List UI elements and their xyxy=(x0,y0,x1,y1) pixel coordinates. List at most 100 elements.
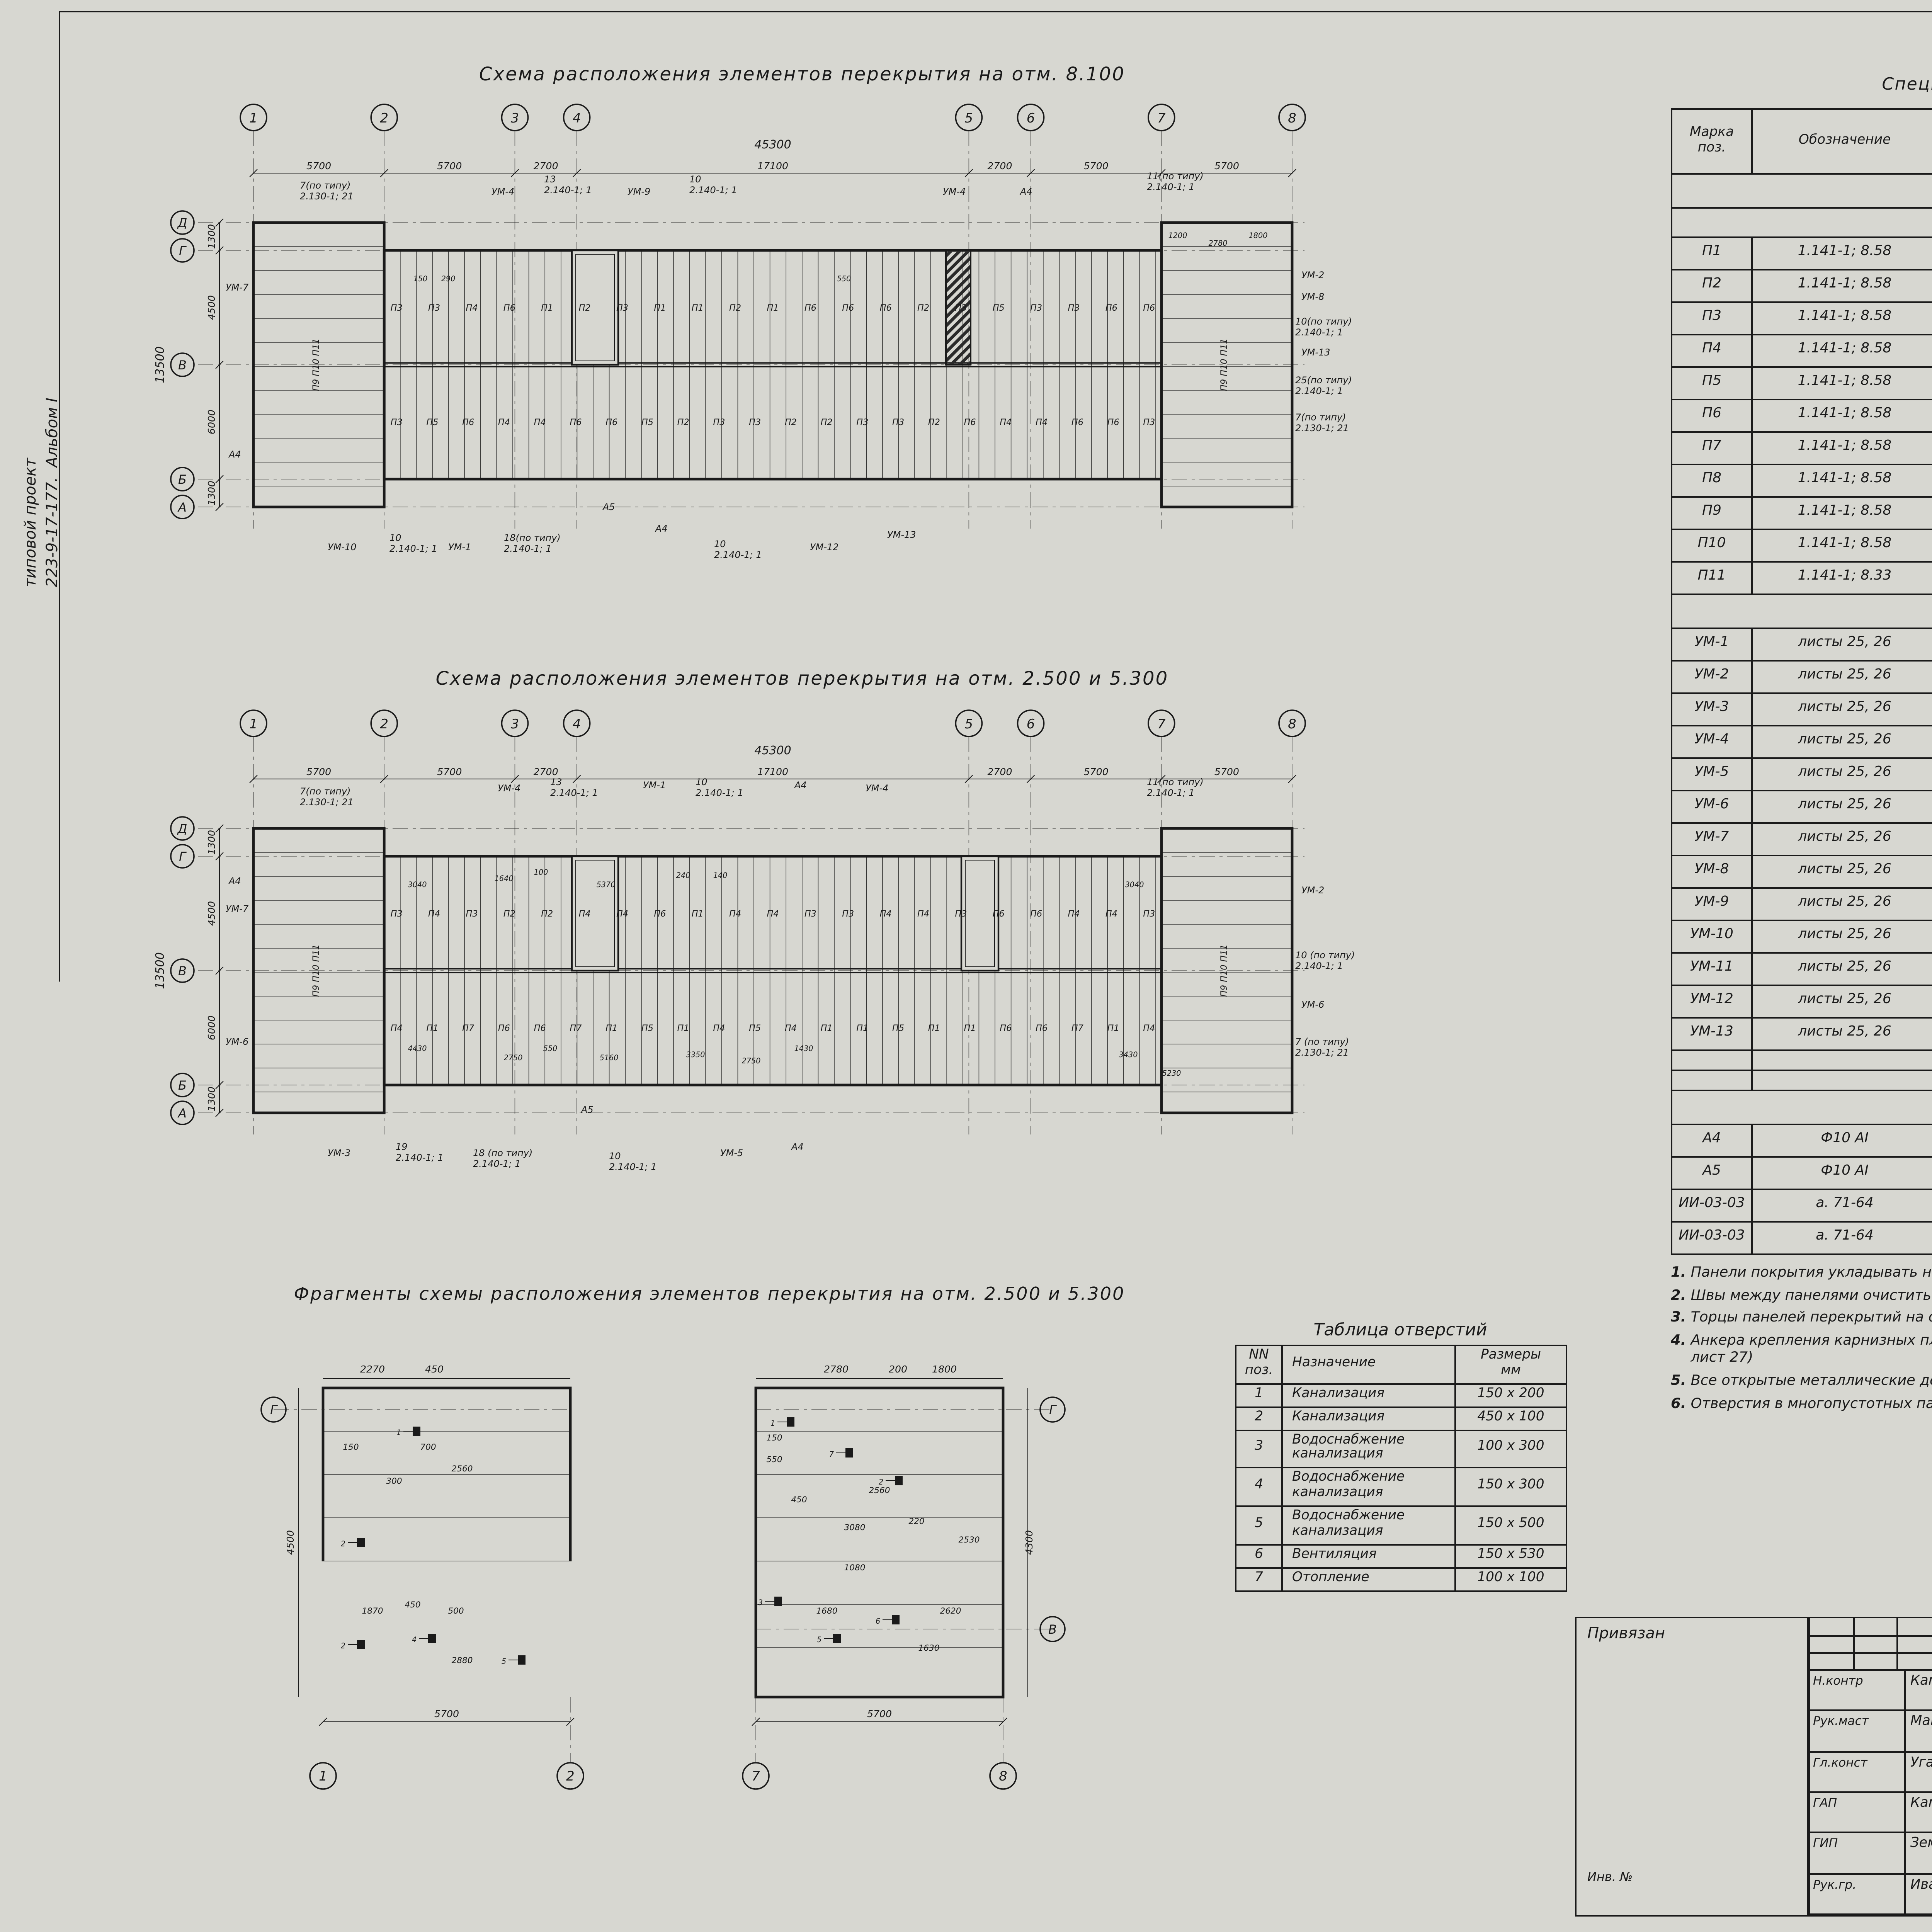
panel-label: П2 xyxy=(928,417,940,427)
titleblock-nm: Магидин xyxy=(1906,1711,1932,1752)
callout-label: 192.140-1; 1 xyxy=(396,1141,444,1163)
spec-row: УМ-11листы 25, 26УМ-11——11 xyxy=(1672,953,1932,985)
panel-label: П3 xyxy=(749,417,761,427)
left-margin-project-label: типовой проект 223-9-17-177. Альбом I xyxy=(22,398,63,587)
panel-label: П4 xyxy=(616,909,628,919)
spec-cell: листы 25, 26 xyxy=(1752,628,1932,661)
spec-cell: УМ-8 xyxy=(1672,855,1752,888)
panel-label: П6 xyxy=(1107,417,1119,427)
spec-cell: 1.141-1; 8.58 xyxy=(1752,400,1932,432)
opening-mark xyxy=(774,1597,782,1606)
column-axis-label: 1 xyxy=(249,716,258,732)
stamp-label: Взам. инв. № xyxy=(31,1682,43,1787)
dim-label: 2700 xyxy=(534,160,558,172)
callout-label: 102.140-1; 1 xyxy=(696,777,743,798)
panel-label: П3 xyxy=(466,909,478,919)
inner-dim-label: 3080 xyxy=(844,1523,866,1532)
inner-dim-label: 1870 xyxy=(362,1606,383,1616)
spec-cell: а. 71-64 xyxy=(1752,1189,1932,1222)
row-axis-label: Г xyxy=(179,849,187,864)
inner-dim-label: 550 xyxy=(766,1455,782,1464)
spec-cell: Панели перекрытий xyxy=(1672,208,1932,237)
spec-cell: А5 xyxy=(1672,1157,1752,1189)
dim-label: 4500 xyxy=(206,901,217,926)
opening-mark xyxy=(895,1476,903,1485)
openings-cell: 5 xyxy=(1236,1506,1282,1544)
signature-row: Гл.констУгаров xyxy=(1810,1752,1932,1793)
spec-cell: П7 xyxy=(1672,432,1752,464)
spec-row: П81.141-1; 8.58ПК6 - 57. 12444122000 xyxy=(1672,464,1932,497)
callout-label: УМ-2 xyxy=(1301,270,1324,281)
spec-cell: П2 xyxy=(1672,270,1752,302)
spec-row: УМ-7листы 25, 26УМ-71113 xyxy=(1672,823,1932,855)
panel-label: П2 xyxy=(503,909,515,919)
panel-label: П6 xyxy=(1036,1023,1048,1033)
spec-cell: УМ-3 xyxy=(1672,693,1752,726)
opening-number: 6 xyxy=(876,1617,880,1626)
left-margin-agreed-label: Согласовано xyxy=(32,1148,48,1236)
callout-label: УМ-4 xyxy=(492,186,514,197)
opening-mark xyxy=(518,1655,526,1665)
callout-label: УМ-1 xyxy=(448,542,471,553)
spec-row: УМ-2листы 25, 26УМ-21113 xyxy=(1672,661,1932,693)
dim-label: 5700 xyxy=(867,1708,892,1719)
callout-label: 7 (по типу)2.130-1; 21 xyxy=(1295,1036,1349,1058)
column-axis-label: 7 xyxy=(1157,111,1166,126)
column-axis-label: 5 xyxy=(965,716,973,732)
panel-label: П6 xyxy=(1105,303,1117,313)
openings-cell: Канализация xyxy=(1282,1384,1455,1407)
panel-label: П3 xyxy=(391,909,403,919)
opening-mark xyxy=(833,1634,841,1643)
callout-label: 7(по типу)2.130-1; 21 xyxy=(300,180,354,202)
spec-cell: УМ-9 xyxy=(1672,888,1752,920)
spec-cell: УМ-13 xyxy=(1672,1018,1752,1050)
callout-label: А4 xyxy=(794,780,807,791)
inner-dim-label: 2880 xyxy=(452,1656,473,1665)
left-margin-stamp-column: Инв. № подл.Подп. и датаВзам. инв. №2.28… xyxy=(15,1453,59,1904)
dim-label: 1300 xyxy=(206,481,217,505)
inner-dim-label: 550 xyxy=(837,274,851,283)
spec-row: П21.141-1; 8.58ПК4 - 60. 1255—102100 xyxy=(1672,270,1932,302)
row-axis-label: Г xyxy=(270,1403,278,1417)
column-axis-label: 3 xyxy=(511,716,519,732)
callout-label: 7(по типу)2.130-1; 21 xyxy=(1295,412,1349,434)
openings-header-cell: Назначение xyxy=(1282,1345,1455,1384)
spec-cell: листы 25, 26 xyxy=(1752,920,1932,953)
notes-list: 1.Панели покрытия укладывать на слой све… xyxy=(1671,1264,1932,1418)
panel-label: П9 П10 П11 xyxy=(311,338,321,391)
dim-label: 6000 xyxy=(206,410,217,434)
inner-dim-label: 4430 xyxy=(408,1044,427,1053)
column-axis-label: 4 xyxy=(573,111,581,126)
inner-dim-label: 220 xyxy=(908,1517,924,1526)
inner-dim-label: 150 xyxy=(413,274,428,283)
dim-label: 17100 xyxy=(757,160,788,172)
panel-label: П4 xyxy=(391,1023,403,1033)
inner-dim-label: 1640 xyxy=(495,874,514,883)
dim-label: 4300 xyxy=(1024,1530,1035,1555)
note-item: 5.Все открытые металлические детали анке… xyxy=(1671,1372,1932,1390)
opening-mark xyxy=(787,1417,794,1427)
spec-row: А5Ф10 АIℓ = 6001021021023060,37 xyxy=(1672,1157,1932,1189)
scheme-8100-drawing: 12345678ДГВБА453005700570027001710027005… xyxy=(145,93,1366,572)
spec-cell: листы 25, 26 xyxy=(1752,823,1932,855)
panel-label: П4 xyxy=(534,417,546,427)
dim-label: 200 xyxy=(889,1364,907,1375)
spec-section-subheader: Панели перекрытий xyxy=(1672,208,1932,237)
column-axis-label: 1 xyxy=(319,1769,327,1784)
inner-dim-label: 700 xyxy=(420,1442,436,1452)
openings-cell: Водоснабжение канализация xyxy=(1282,1468,1455,1506)
callout-label: 102.140-1; 1 xyxy=(689,174,737,196)
panel-label: П2 xyxy=(541,909,553,919)
panel-label: П6 xyxy=(605,417,617,427)
panel-label: П6 xyxy=(654,909,666,919)
dim-label: 5700 xyxy=(1214,766,1239,777)
callout-label: УМ-4 xyxy=(498,783,520,794)
inner-dim-label: 3350 xyxy=(686,1050,705,1059)
spec-cell: листы 25, 26 xyxy=(1752,888,1932,920)
spec-title: Спецификация к схемам расположения элеме… xyxy=(1668,74,1932,94)
callout-label: УМ-7 xyxy=(226,282,249,293)
panel-label: П2 xyxy=(821,417,833,427)
panel-label: П3 xyxy=(713,417,725,427)
dim-label: 1300 xyxy=(206,830,217,855)
column-axis-label: 6 xyxy=(1027,111,1035,126)
